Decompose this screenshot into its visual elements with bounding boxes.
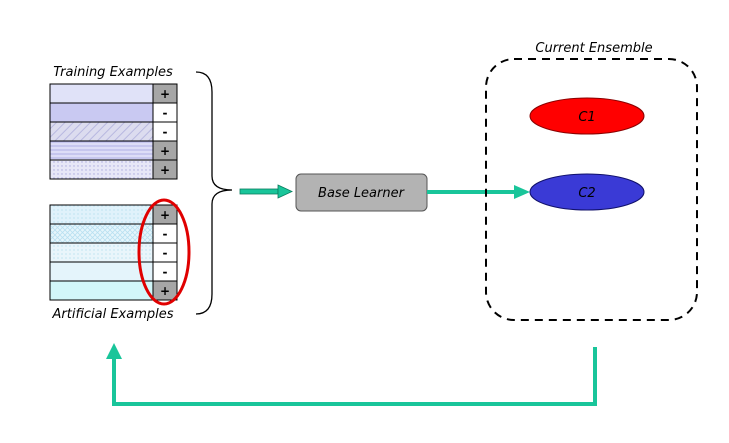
- artificial-row-label: +: [160, 284, 170, 298]
- arrow-to-learner: [239, 184, 293, 199]
- classifier-c1-label: C1: [578, 110, 595, 125]
- training-row-label: -: [163, 125, 168, 139]
- artificial-row-features: [49, 280, 154, 301]
- ensemble-container: [485, 58, 698, 321]
- arrow-to-ensemble: [427, 185, 530, 199]
- training-row-texture: [49, 140, 154, 161]
- artificial-row-features: [49, 261, 154, 282]
- classifier-c1: [529, 97, 645, 135]
- classifier-c2: [529, 173, 645, 211]
- current-ensemble-label: Current Ensemble: [535, 41, 652, 56]
- training-examples-table: + - - + +: [49, 83, 178, 180]
- training-row-label: +: [160, 87, 170, 101]
- artificial-row-label: +: [160, 208, 170, 222]
- training-row-label: +: [160, 163, 170, 177]
- training-row-texture: [49, 121, 154, 142]
- artificial-row-label: -: [163, 227, 168, 241]
- training-row-texture: [49, 159, 154, 180]
- label-highlight-ellipse: [137, 198, 191, 306]
- artificial-row-texture: [49, 204, 154, 225]
- feedback-arrow: [106, 343, 597, 406]
- base-learner-label: Base Learner: [318, 186, 406, 201]
- training-examples-label: Training Examples: [53, 65, 173, 80]
- artificial-examples-label: Artificial Examples: [52, 307, 174, 322]
- training-row-label-cell: [152, 159, 178, 180]
- grouping-brace: [195, 71, 233, 315]
- artificial-row-texture: [49, 223, 154, 244]
- training-row-features: [49, 83, 154, 104]
- artificial-row-label-cell: [152, 280, 178, 301]
- training-row-features: [49, 102, 154, 123]
- artificial-examples-table: + - - - +: [49, 204, 178, 301]
- classifier-c2-label: C2: [578, 186, 595, 201]
- training-row-label: -: [163, 106, 168, 120]
- artificial-row-label: -: [163, 265, 168, 279]
- artificial-row-label: -: [163, 246, 168, 260]
- training-row-label: +: [160, 144, 170, 158]
